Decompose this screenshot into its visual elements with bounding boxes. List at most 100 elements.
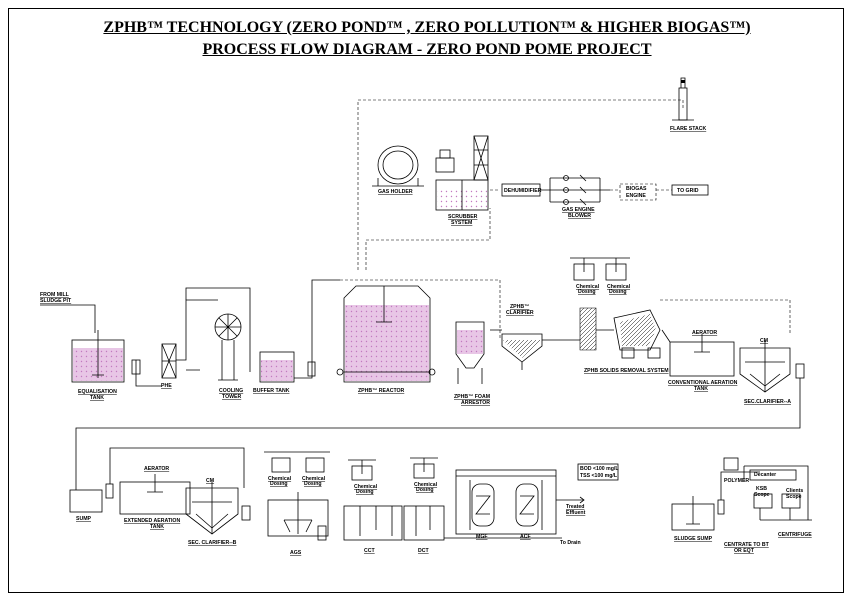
sludge-sump <box>671 471 760 531</box>
treated-effluent-2: Effluent <box>566 510 586 516</box>
blower-label: BLOWER <box>568 213 591 219</box>
cooling-tower-label-2: TOWER <box>222 394 241 400</box>
clients-label-2: Scope <box>786 494 802 500</box>
cm-label-2: CM <box>206 478 214 484</box>
feed-line <box>40 304 96 333</box>
diagram-title: ZPHB™ TECHNOLOGY (ZERO POND™ , ZERO POLL… <box>103 19 751 36</box>
chem-dosing-e1: Chemical <box>354 484 378 490</box>
filter-skid <box>444 469 585 539</box>
clarifier-label-2: CLARIFIER <box>506 310 534 316</box>
to-drain-label: To Drain <box>560 540 581 546</box>
biogas-engine-label-2: ENGINE <box>626 193 646 199</box>
acf-label: ACF <box>520 534 531 540</box>
dct-tank <box>403 457 445 541</box>
aerator-label-2: AERATOR <box>144 466 169 472</box>
dehumidifier-label: DEHUMIDIFIER <box>504 188 542 194</box>
effluent-spec-box <box>577 463 619 481</box>
equalisation-label-2: TANK <box>90 395 104 401</box>
chem-dosing-b2: Dosing <box>609 289 627 295</box>
ext-aeration-label-1: EXTENDED AERATION <box>124 518 180 524</box>
chem-dosing-f2: Dosing <box>416 487 434 493</box>
mgf-label: MGF <box>476 534 488 540</box>
biogas-engine-label-1: BIOGAS <box>626 186 647 192</box>
buffer-tank-label: BUFFER TANK <box>253 388 290 394</box>
cooling-tower <box>185 287 251 381</box>
chem-dosing-b1: Chemical <box>607 284 631 290</box>
foam-arrestor-label-2: ARRESTOR <box>461 400 490 406</box>
biogas-pipeline <box>357 99 684 270</box>
polymer-label: POLYMER <box>724 478 749 484</box>
chemical-dosing-tanks-1 <box>570 257 630 281</box>
equalisation-tank <box>71 330 141 383</box>
biogas-engine-box <box>610 183 709 201</box>
reactor-label: ZPHB™ REACTOR <box>358 388 405 394</box>
chem-dosing-a1: Chemical <box>576 284 600 290</box>
phe-label: PHE <box>161 383 172 389</box>
foam-arrestor-label-1: ZPHB™ FOAM <box>454 394 490 400</box>
sec-clarifier-b-label: SEC. CLARIFIER--B <box>188 540 237 546</box>
sec-clarifier-a <box>739 340 805 393</box>
to-grid-label: TO GRID <box>677 188 699 194</box>
ext-aeration-label-2: TANK <box>150 524 164 530</box>
cct-label: CCT <box>364 548 375 554</box>
conv-aeration-label-1: CONVENTIONAL AERATION <box>668 380 738 386</box>
scrubber-label-2: SYSTEM <box>451 220 472 226</box>
cooling-tower-label-1: COOLING <box>219 388 243 394</box>
chem-dosing-e2: Dosing <box>356 489 374 495</box>
decanter-label: Decanter <box>754 472 776 478</box>
diagram-subtitle: PROCESS FLOW DIAGRAM - ZERO POND POME PR… <box>202 41 652 58</box>
clients-label-1: Clients <box>786 488 803 494</box>
bod-spec: BOD <100 mg/L <box>580 466 619 472</box>
ags-tank <box>264 451 330 541</box>
conv-aeration-label-2: TANK <box>694 386 708 392</box>
dct-label: DCT <box>418 548 429 554</box>
sludge-sump-label: SLUDGE SUMP <box>674 536 713 542</box>
ksb-label-2: Scope <box>754 492 770 498</box>
zphb-clarifier <box>490 329 543 370</box>
gas-engine-blower <box>540 174 610 206</box>
extended-aeration-tank <box>119 474 191 515</box>
chem-dosing-f1: Chemical <box>414 482 438 488</box>
buffer-tank <box>259 279 340 383</box>
chem-dosing-d1: Chemical <box>302 476 326 482</box>
sump <box>69 447 245 513</box>
centrifuge-unit <box>723 457 812 521</box>
transfer-line <box>75 378 801 490</box>
sec-clarifier-b <box>185 480 251 535</box>
cct-tank <box>343 459 403 541</box>
scrubber-system <box>435 135 489 211</box>
flare-stack-label: FLARE STACK <box>670 126 706 132</box>
chem-dosing-c1: Chemical <box>268 476 292 482</box>
centrifuge-label: CENTRIFUGE <box>778 532 812 538</box>
zphb-reactor <box>336 279 501 383</box>
ags-label: AGS <box>290 550 302 556</box>
equalisation-label-1: EQUALISATION <box>78 389 117 395</box>
chem-dosing-a2: Dosing <box>578 289 596 295</box>
ksb-label-1: KSB <box>756 486 767 492</box>
chem-dosing-d2: Dosing <box>304 481 322 487</box>
sec-clarifier-a-label: SEC.CLARIFIER--A <box>744 399 791 405</box>
from-mill-label-2: SLUDGE PIT <box>40 298 72 304</box>
cm-label-1: CM <box>760 338 768 344</box>
plate-heat-exchanger <box>135 299 218 387</box>
solids-removal-label: ZPHB SOLIDS REMOVAL SYSTEM <box>584 368 669 374</box>
clarifier-label-1: ZPHB™ <box>510 304 529 310</box>
conventional-aeration-tank <box>660 299 791 377</box>
from-mill-label-1: FROM MILL <box>40 292 70 298</box>
scrubber-label-1: SCRUBBER <box>448 214 478 220</box>
gas-engine-label: GAS ENGINE <box>562 207 595 213</box>
centrate-label-2: OR EQT <box>734 548 755 554</box>
tss-spec: TSS <100 mg/L <box>580 473 618 479</box>
treated-effluent-1: Treated <box>566 504 584 510</box>
drawing-frame <box>8 8 844 593</box>
foam-arrestor <box>455 321 485 384</box>
gas-holder <box>372 145 424 187</box>
sump-label: SUMP <box>76 516 92 522</box>
solids-removal-system <box>542 307 661 359</box>
gas-holder-label: GAS HOLDER <box>378 189 413 195</box>
centrate-label-1: CENTRATE TO BT <box>724 542 770 548</box>
flare-stack <box>672 77 694 121</box>
chem-dosing-c2: Dosing <box>270 481 288 487</box>
aerator-label-1: AERATOR <box>692 330 717 336</box>
